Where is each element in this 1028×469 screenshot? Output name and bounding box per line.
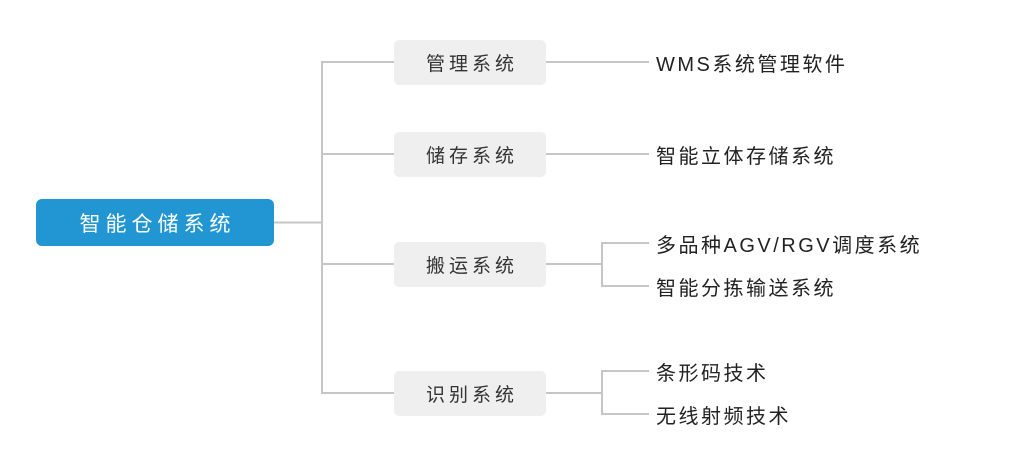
root-node-label: 智能仓储系统 [79,212,236,236]
branch-node-3[interactable]: 搬运系统 [394,242,546,287]
leaf-label-1-1: WMS系统管理软件 [656,54,848,76]
leaf-label-4-2: 无线射频技术 [656,406,791,428]
branch-node-1-label: 管理系统 [425,54,518,75]
leaf-label-3-2: 智能分拣输送系统 [656,278,836,300]
leaf-label-4-1: 条形码技术 [656,363,769,385]
branch-node-2-label: 储存系统 [425,146,518,167]
branch-node-3-label: 搬运系统 [425,256,518,277]
branch-node-1[interactable]: 管理系统 [394,40,546,85]
leaf-label-3-1: 多品种AGV/RGV调度系统 [656,235,923,257]
branch-node-4-label: 识别系统 [425,385,518,406]
branch-node-4[interactable]: 识别系统 [394,371,546,416]
root-node[interactable]: 智能仓储系统 [36,199,274,246]
leaf-label-2-1: 智能立体存储系统 [656,146,836,168]
branch-node-2[interactable]: 储存系统 [394,132,546,177]
